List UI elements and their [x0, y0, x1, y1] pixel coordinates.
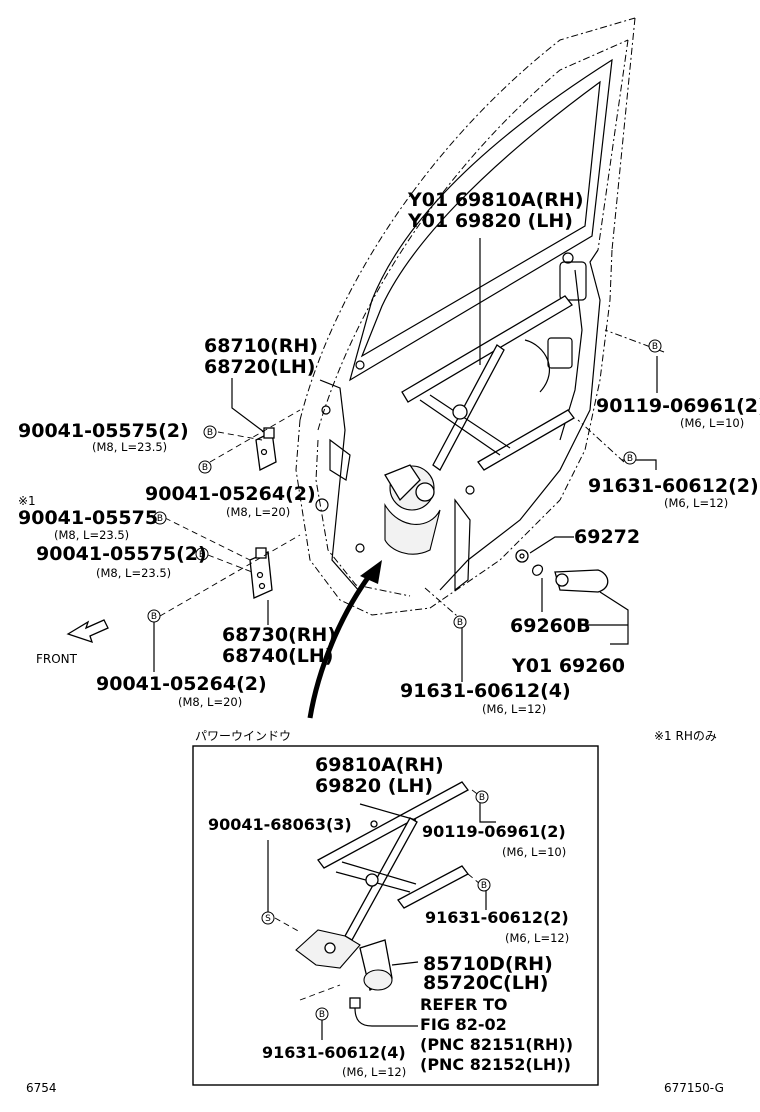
inset-bolt-bottom-label: 91631-60612(4): [262, 1043, 406, 1062]
inset-bolt-mid-spec: (M6, L=12): [505, 931, 569, 945]
handle-assy-label: Y01 69260: [511, 655, 625, 677]
front-arrow-icon: [66, 619, 109, 644]
bolt-hl-a-label: 90041-05575(2): [36, 543, 207, 565]
bolt-hl-b-label: 90041-05264(2): [96, 673, 267, 695]
inset-regulator-label-rh: 69810A(RH): [315, 754, 444, 776]
svg-text:B: B: [652, 342, 658, 352]
svg-text:S: S: [265, 914, 271, 924]
marker-b-r: B: [623, 451, 637, 465]
window-motor-icon: [349, 939, 393, 1027]
marker-b-hu-a: B: [203, 425, 217, 439]
svg-text:B: B: [207, 428, 213, 438]
marker-b-tr: B: [648, 339, 662, 353]
refer-line2: FIG 82-02: [420, 1015, 507, 1034]
handle-label: 69260B: [510, 615, 591, 637]
svg-text:B: B: [199, 550, 205, 560]
bolt-tr-label: 90119-06961(2): [596, 395, 760, 417]
regulator-label-rh: Y01 69810A(RH): [407, 189, 584, 211]
bolt-hu-b-spec: (M8, L=20): [226, 505, 290, 519]
inset-title: パワーウインドウ: [195, 729, 291, 743]
svg-text:B: B: [457, 618, 463, 628]
svg-text:B: B: [202, 463, 208, 473]
marker-b-hl-a: B: [195, 547, 209, 561]
inset-marker-b-mid: B: [477, 878, 491, 892]
door-frame: [295, 17, 636, 616]
svg-text:B: B: [479, 793, 485, 803]
svg-text:B: B: [157, 514, 163, 524]
bolt-hl-b-spec: (M8, L=20): [178, 695, 242, 709]
bolt-r-spec: (M6, L=12): [664, 496, 728, 510]
inset-frame: [192, 745, 599, 1086]
svg-text:B: B: [481, 881, 487, 891]
footnote: ※1 RHのみ: [654, 729, 717, 743]
refer-line3: (PNC 82151(RH)): [420, 1035, 573, 1054]
inset-bolt-top-spec: (M6, L=10): [502, 845, 566, 859]
window-regulator: [384, 295, 575, 555]
marker-b-rh: B: [153, 511, 167, 525]
hinge-lower-label-rh: 68730(RH): [222, 624, 336, 646]
bolt-bottom-spec: (M6, L=12): [482, 702, 546, 716]
bolt-bottom-label: 91631-60612(4): [400, 680, 571, 702]
hinge-lower-label-lh: 68740(LH): [222, 645, 333, 667]
marker-b-hu-b: B: [198, 460, 212, 474]
refer-line1: REFER TO: [420, 995, 508, 1014]
rh-only-note: ※1: [18, 494, 36, 508]
window-handle-icon: [554, 569, 609, 593]
inset-marker-b-bottom: B: [315, 1007, 329, 1021]
inset-motor-label-rh: 85710D(RH): [423, 953, 553, 975]
inset-bolt-mid-label: 91631-60612(2): [425, 908, 569, 927]
bolt-r-label: 91631-60612(2): [588, 475, 759, 497]
clip-icon: [515, 549, 544, 576]
door-hinge-lower-icon: [249, 547, 273, 599]
bolt-hu-a-spec: (M8, L=23.5): [92, 440, 167, 454]
detail-arrow-icon: [307, 560, 382, 719]
inset-motor-label-lh: 85720C(LH): [423, 972, 548, 994]
bolt-hu-b-label: 90041-05264(2): [145, 483, 316, 505]
bolt-tr-spec: (M6, L=10): [680, 416, 744, 430]
leader-lines: [153, 238, 665, 682]
svg-text:B: B: [319, 1010, 325, 1020]
door-hinge-upper-icon: [255, 427, 277, 471]
page-code: 6754: [26, 1081, 57, 1095]
inset-marker-s: S: [261, 911, 275, 925]
inset-bolt-bottom-spec: (M6, L=12): [342, 1065, 406, 1079]
svg-text:B: B: [627, 454, 633, 464]
marker-b-hl-b: B: [147, 609, 161, 623]
figure-code: 677150-G: [664, 1081, 724, 1095]
svg-text:B: B: [151, 612, 157, 622]
inset-bolt-top-label: 90119-06961(2): [422, 822, 566, 841]
bolt-hl-a-spec: (M8, L=23.5): [96, 566, 171, 580]
refer-line4: (PNC 82152(LH)): [420, 1055, 571, 1074]
inset-rivet-label: 90041-68063(3): [208, 815, 352, 834]
clip-label: 69272: [574, 526, 640, 548]
hinge-upper-label-lh: 68720(LH): [204, 356, 315, 378]
hinge-upper-label-rh: 68710(RH): [204, 335, 318, 357]
inset-marker-b-top: B: [475, 790, 489, 804]
regulator-label-lh: Y01 69820 (LH): [407, 210, 573, 232]
inset-regulator: [295, 781, 469, 969]
bolt-rh-only-label: 90041-05575: [18, 507, 158, 529]
bolt-rh-only-spec: (M8, L=23.5): [54, 528, 129, 542]
inset-leader-lines: [267, 789, 496, 1040]
front-label: FRONT: [36, 652, 78, 666]
marker-b-bottom: B: [453, 615, 467, 629]
bolt-hu-a-label: 90041-05575(2): [18, 420, 189, 442]
inset-regulator-label-lh: 69820 (LH): [315, 775, 433, 797]
